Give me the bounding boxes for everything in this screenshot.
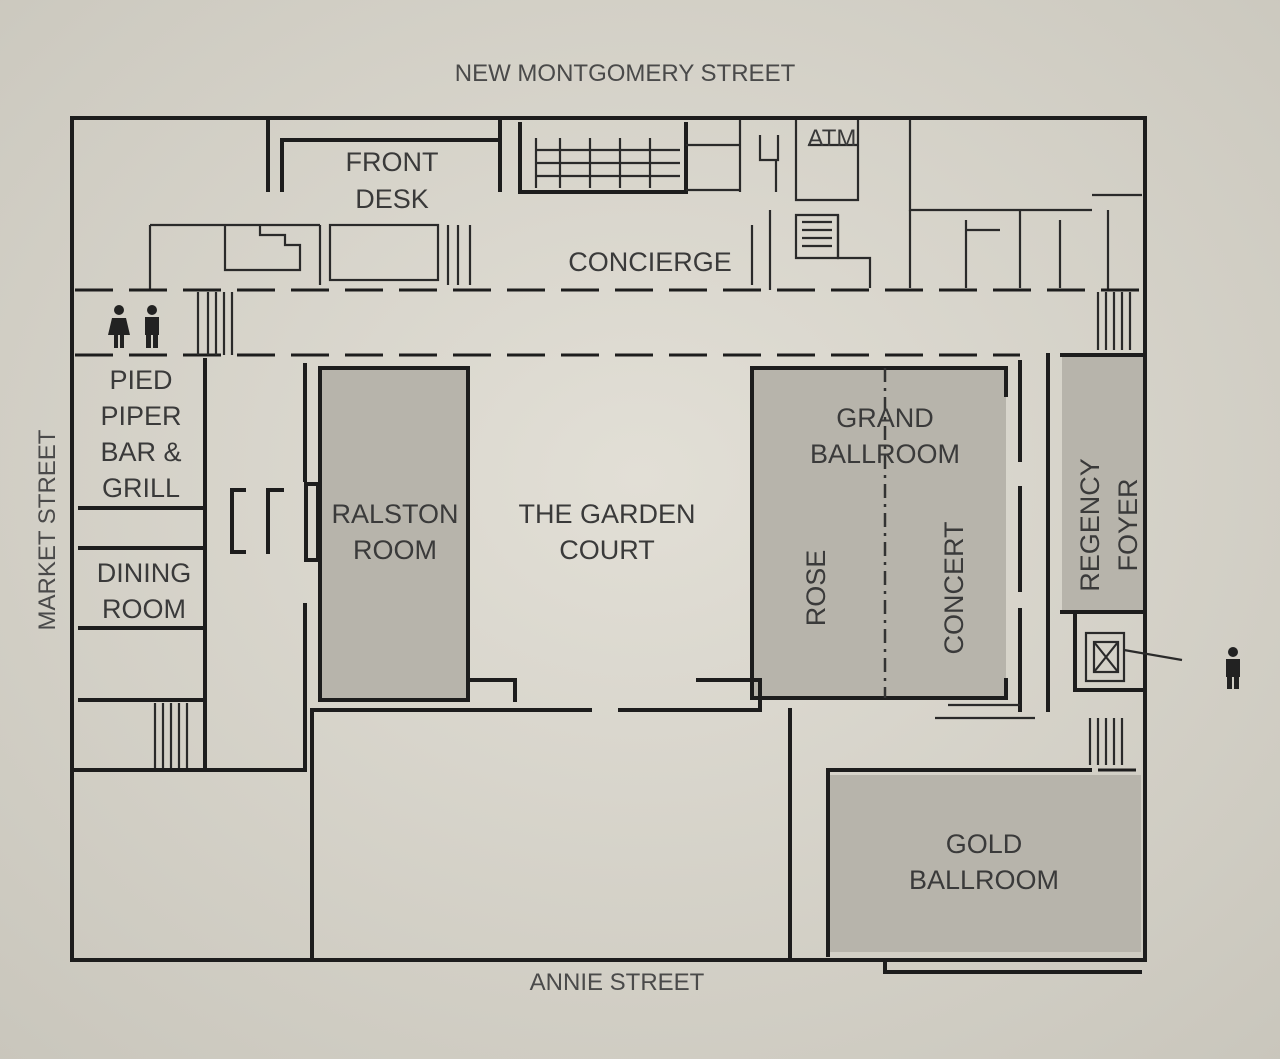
- regency-foyer-label: REGENCY: [1075, 458, 1105, 592]
- ralston-room-label: ROOM: [353, 535, 437, 565]
- ralston-room-label: RALSTON: [331, 499, 458, 529]
- stairs-icon: [153, 292, 1132, 768]
- regency-foyer: [1062, 355, 1143, 612]
- rose-label: ROSE: [801, 550, 831, 627]
- gold-ballroom: [828, 775, 1141, 952]
- pied-piper-label: GRILL: [102, 473, 180, 503]
- dining-room-label: DINING: [97, 558, 192, 588]
- concert-label: CONCERT: [939, 521, 969, 654]
- gold-ballroom-label: GOLD: [946, 829, 1023, 859]
- outer-walls: [70, 116, 1147, 974]
- front-desk-label: FRONT: [346, 147, 439, 177]
- pied-piper-label: PIPER: [100, 401, 181, 431]
- restroom-icon: [108, 305, 159, 348]
- lobby-walls: [148, 120, 1142, 290]
- gold-ballroom-label: BALLROOM: [909, 865, 1059, 895]
- central-walls: [310, 360, 1035, 962]
- east-walls: [826, 353, 1145, 957]
- regency-foyer-label: FOYER: [1113, 478, 1143, 571]
- grand-ballroom-label: BALLROOM: [810, 439, 960, 469]
- street-label-south: ANNIE STREET: [530, 969, 705, 996]
- west-wing-walls: [73, 358, 320, 962]
- dining-room-label: ROOM: [102, 594, 186, 624]
- street-label-north: NEW MONTGOMERY STREET: [455, 60, 796, 87]
- grand-ballroom-label: GRAND: [836, 403, 934, 433]
- garden-court-label: THE GARDEN: [518, 499, 695, 529]
- atm-label: ATM: [808, 125, 857, 152]
- elevator-icon: [1084, 631, 1183, 683]
- pied-piper-label: PIED: [109, 365, 172, 395]
- pied-piper-label: BAR &: [100, 437, 181, 467]
- you-are-here-person-icon: [1226, 647, 1240, 689]
- street-label-west: MARKET STREET: [34, 429, 61, 630]
- ralston-room: [320, 368, 468, 700]
- grand-ballroom: [752, 368, 1006, 698]
- garden-court-label: COURT: [559, 535, 655, 565]
- concierge-label: CONCIERGE: [568, 247, 732, 277]
- front-desk-label: DESK: [355, 184, 429, 214]
